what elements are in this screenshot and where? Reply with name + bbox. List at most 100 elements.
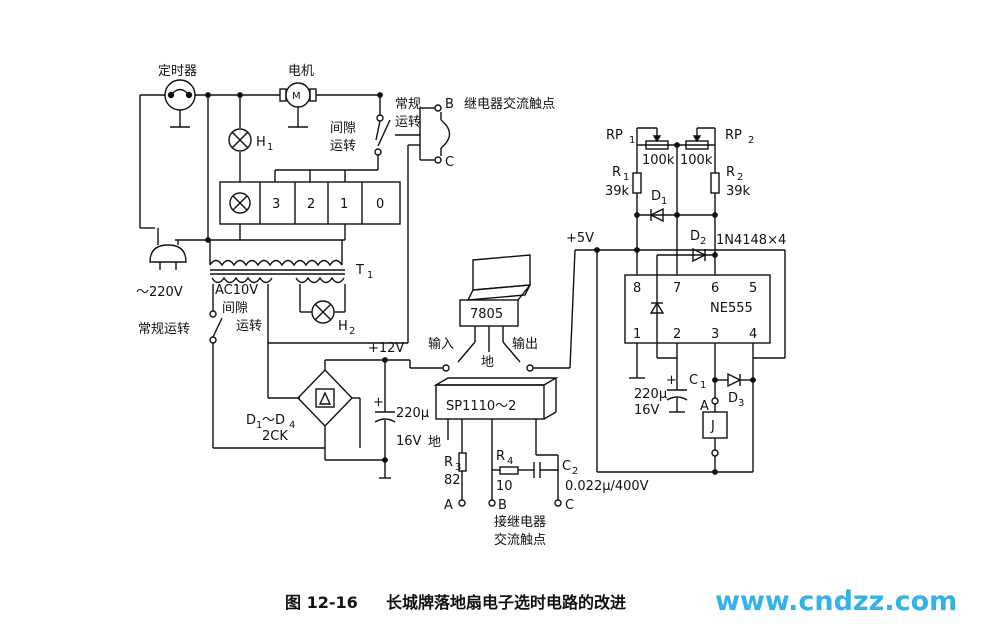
normal-run-top-1: 常规: [395, 97, 421, 112]
relay-contacts-top: 常规 运转 间隙 运转 B C 继电器交流触点: [330, 96, 555, 343]
pin6: 6: [711, 281, 719, 296]
r2-value: 39k: [726, 184, 751, 199]
d3-label: D: [728, 391, 738, 406]
pin3: 3: [711, 327, 719, 342]
timer: 定时器: [158, 64, 197, 128]
r1-value: 39k: [605, 184, 630, 199]
h2-label: H: [338, 319, 348, 334]
timing-network: RP 1 RP 2 100k 100k R 1 39k R 2 39k D 1 …: [605, 127, 786, 359]
figure-title: 长城牌落地扇电子选时电路的改进: [386, 593, 626, 612]
relay-j: J: [710, 419, 715, 434]
rp2-value: 100k: [680, 153, 713, 168]
r2-sub: 2: [737, 172, 743, 183]
r3-label: R: [444, 455, 453, 470]
figure-caption: 图 12-16 长城牌落地扇电子选时电路的改进: [285, 593, 626, 612]
c2-value: 0.022μ/400V: [565, 479, 649, 494]
ic-name: NE555: [710, 301, 753, 316]
c1-sub: 1: [700, 380, 706, 391]
speed-selector: 3 2 1 0: [219, 169, 401, 240]
normal-run-low: 常规运转: [138, 322, 190, 337]
node-a-right: A: [700, 399, 709, 414]
regulator-7805: 7805 输入 地 输出: [385, 249, 576, 372]
relay-driver: D 3 A J: [700, 358, 756, 475]
plus12v-label: +12V: [368, 341, 404, 356]
lamp-h1: H 1: [228, 128, 273, 153]
relay-b: B: [445, 97, 454, 112]
mains-label: ～220V: [136, 285, 183, 300]
rp1-sub: 1: [629, 135, 635, 146]
intermittent-top-2: 运转: [330, 139, 356, 154]
plus5v-label: +5V: [566, 231, 594, 246]
d1-label: D: [651, 189, 661, 204]
bridge-d-sub2: 4: [289, 420, 295, 431]
node-b: B: [498, 498, 507, 513]
r3-sub: 3: [455, 462, 461, 473]
motor-label: 电机: [288, 64, 314, 79]
bridge-d-sub1: 1: [256, 420, 262, 431]
reg-in-label: 输入: [428, 336, 454, 352]
d2-sub: 2: [700, 236, 706, 247]
cap-plus: +: [373, 395, 384, 410]
c1-label: C: [689, 373, 698, 388]
relay-note-2: 交流触点: [494, 532, 546, 548]
sp-gnd-label: 地: [428, 435, 441, 450]
watermark-text: www.cndzz.com: [715, 586, 957, 617]
relay-contacts-label: 继电器交流触点: [464, 96, 555, 112]
r2-label: R: [726, 165, 735, 180]
selector-3: 3: [272, 197, 280, 212]
rp2-sub: 2: [748, 135, 754, 146]
timing-capacitor-c1: + C 1 220μ 16V: [634, 358, 706, 418]
normal-run-top-2: 运转: [395, 115, 421, 130]
pin1: 1: [633, 327, 641, 342]
rp1-value: 100k: [642, 153, 675, 168]
d2-label: D: [690, 229, 700, 244]
motor-symbol: M: [292, 91, 301, 102]
bridge-tilde: ～D: [262, 413, 285, 428]
h2-sub: 2: [349, 326, 355, 337]
capacitor-main: + 220μ 16V +12V: [368, 341, 429, 479]
mains-wiring: [139, 92, 383, 243]
r1-label: R: [612, 165, 621, 180]
lamp-h2: H 2: [299, 284, 355, 337]
ac10v-label: AC10V: [215, 283, 258, 298]
node-a: A: [444, 498, 453, 513]
figure-number: 图 12-16: [285, 593, 358, 612]
supply-5v: +5V: [566, 231, 786, 473]
ic-ne555: NE555 8 7 6 5 1 2 3 4: [624, 250, 771, 472]
selector-1: 1: [340, 197, 348, 212]
t1-sub: 1: [367, 270, 373, 281]
selector-0: 0: [376, 197, 384, 212]
cap-main-value: 220μ: [396, 406, 429, 421]
d3-sub: 3: [738, 398, 744, 409]
intermittent-top-1: 间隙: [330, 121, 356, 136]
h1-sub: 1: [267, 142, 273, 153]
diode-type: 1N4148×4: [716, 233, 786, 248]
r4-label: R: [496, 449, 505, 464]
r4-sub: 4: [507, 456, 513, 467]
timer-label: 定时器: [158, 64, 197, 79]
mains-plug: ～220V: [136, 228, 187, 300]
rp1-label: RP: [606, 128, 623, 143]
mode-switch-low: AC10V 间隙 运转 常规运转: [138, 283, 408, 449]
bridge-d: D: [246, 413, 256, 428]
reg-gnd-label: 地: [481, 355, 494, 370]
intermittent-low-2: 运转: [236, 319, 262, 334]
node-c: C: [565, 498, 574, 513]
intermittent-low-1: 间隙: [222, 301, 248, 316]
cap-main-v: 16V: [396, 434, 422, 449]
bridge-rectifier: D 1 ～D 4 2CK: [246, 359, 385, 461]
d1-sub: 1: [661, 196, 667, 207]
pin5: 5: [749, 281, 757, 296]
relay-c: C: [445, 155, 454, 170]
c2-sub: 2: [572, 466, 578, 477]
reg-name: 7805: [470, 307, 503, 322]
transformer-t1: T 1: [209, 240, 373, 284]
pin8: 8: [633, 281, 641, 296]
rp2-label: RP: [725, 128, 742, 143]
r1-sub: 1: [623, 172, 629, 183]
r3-value: 82: [444, 473, 461, 488]
sp-name: SP1110～2: [446, 399, 516, 414]
motor: M 电机: [279, 64, 317, 128]
c1-v: 16V: [634, 403, 660, 418]
r4-value: 10: [496, 479, 513, 494]
